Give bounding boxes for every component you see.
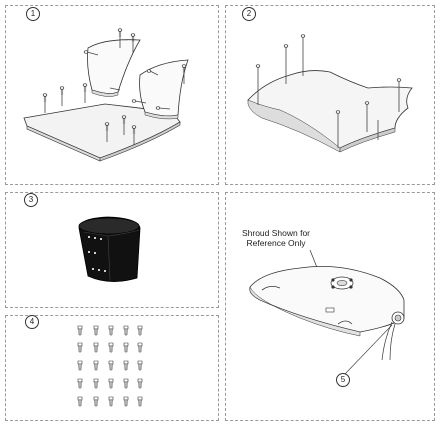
- shroud-caption-line1: Shroud Shown for: [241, 228, 311, 238]
- panel-2-wavy-pad: [247, 70, 413, 153]
- callout-1: 1: [26, 7, 40, 21]
- shroud-caption: Shroud Shown for Reference Only: [228, 228, 324, 248]
- panel-1-curved-plate-a: [87, 39, 141, 97]
- callout-3: 3: [24, 193, 38, 207]
- panel-5-shroud: [249, 249, 405, 375]
- panel-3: [5, 192, 219, 308]
- panel-1-curved-plate-b: [139, 59, 189, 120]
- panel-2: [225, 5, 435, 185]
- panel-5: [225, 192, 435, 421]
- callout-4: 4: [25, 315, 39, 329]
- panel-4: [5, 315, 219, 421]
- callout-5: 5: [336, 373, 350, 387]
- shroud-caption-line2: Reference Only: [246, 238, 306, 248]
- panel-1-pad: [23, 103, 181, 162]
- panel-4-screw-grid: [77, 325, 143, 407]
- panel-3-black-cup: [78, 216, 141, 282]
- panel-1: [5, 5, 219, 185]
- panel-2-screws: [255, 34, 402, 148]
- panel-1-screws: [42, 28, 187, 146]
- callout-2: 2: [242, 7, 256, 21]
